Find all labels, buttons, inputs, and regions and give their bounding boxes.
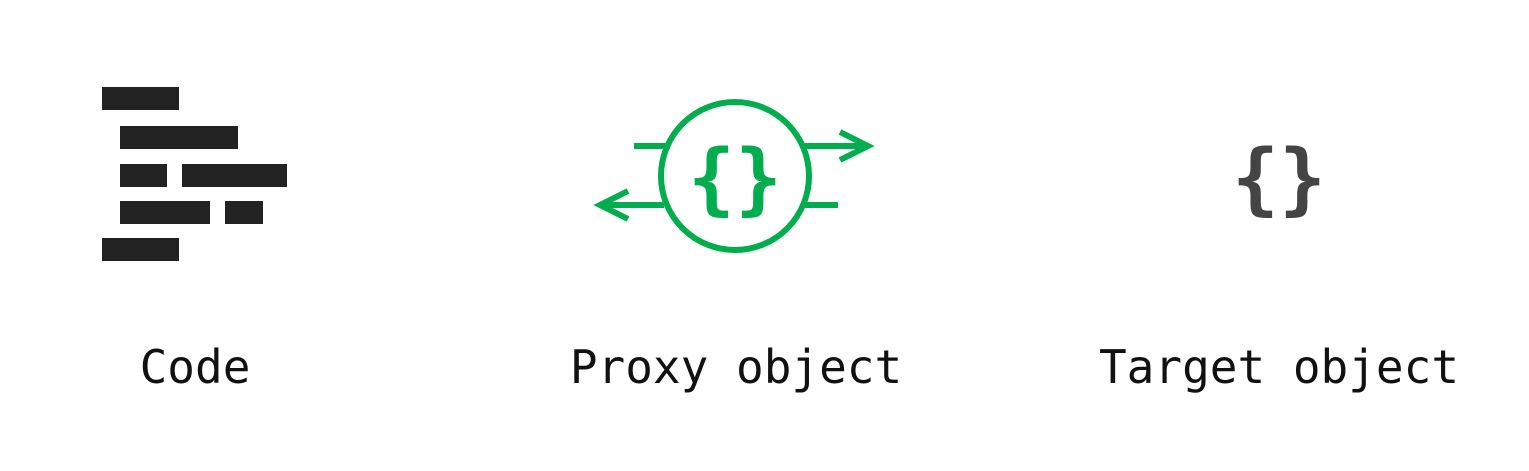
response-arrowhead	[593, 188, 630, 222]
proxy-circle	[658, 99, 812, 253]
proxy-label: Proxy object	[569, 340, 903, 394]
target-braces-icon: {}	[1232, 134, 1326, 224]
proxy-panel: {} Proxy object	[500, 0, 1000, 471]
code-line	[102, 87, 179, 110]
proxy-object-icon: {}	[593, 99, 875, 253]
request-arrowhead	[838, 129, 875, 163]
code-label: Code	[139, 340, 251, 394]
code-line	[120, 164, 167, 187]
proxy-braces-icon: {}	[688, 134, 782, 224]
target-label: Target object	[1098, 340, 1460, 394]
code-panel: Code	[0, 0, 400, 471]
target-panel: {} Target object	[1050, 0, 1529, 471]
target-object-icon: {}	[1232, 134, 1326, 224]
code-lines-icon	[102, 87, 287, 261]
code-line	[102, 238, 179, 261]
code-line	[120, 126, 238, 149]
code-line	[225, 201, 263, 224]
code-line	[120, 201, 210, 224]
code-line	[182, 164, 287, 187]
